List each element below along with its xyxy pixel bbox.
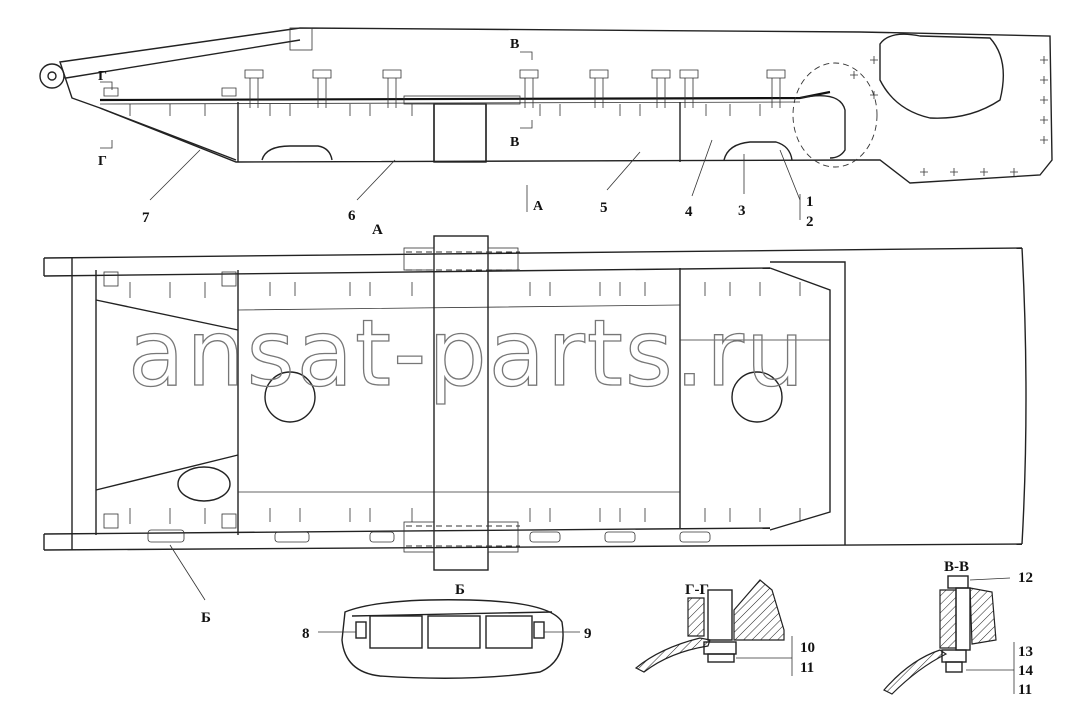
section-g-g: Г-Г 10 11 <box>634 579 815 676</box>
view-arrow-a: A <box>533 199 544 214</box>
detail-b-marker: Б <box>201 610 211 626</box>
callout-3: 3 <box>738 203 746 219</box>
callout-12: 12 <box>1018 570 1033 586</box>
callout-11-b: 11 <box>1018 682 1032 698</box>
section-v-v-title: В-В <box>944 559 969 575</box>
callout-7: 7 <box>142 210 150 226</box>
section-mark-v-bottom: В <box>510 135 519 150</box>
callout-14: 14 <box>1018 663 1034 679</box>
callout-13: 13 <box>1018 644 1033 660</box>
section-g-g-title: Г-Г <box>685 582 709 598</box>
callout-1: 1 <box>806 194 814 210</box>
callout-10: 10 <box>800 640 815 656</box>
callout-4: 4 <box>685 204 693 220</box>
callout-9: 9 <box>584 626 592 642</box>
detail-b-title: Б <box>455 582 465 598</box>
detail-b: Б 8 9 <box>302 582 592 679</box>
section-mark-g-bottom: Г <box>98 154 107 169</box>
callout-11: 11 <box>800 660 814 676</box>
callout-8: 8 <box>302 626 310 642</box>
section-mark-g-top: Г <box>98 69 107 84</box>
callout-2: 2 <box>806 214 814 230</box>
section-v-v: В-В 12 13 14 11 <box>883 559 1034 698</box>
callout-6: 6 <box>348 208 356 224</box>
section-mark-v-top: В <box>510 37 519 52</box>
watermark-text: ansat-parts.ru <box>128 300 806 407</box>
callout-5: 5 <box>600 200 608 216</box>
side-view: Г Г В В A 7 6 5 4 3 1 2 <box>39 27 1053 230</box>
plan-view: Б <box>43 235 1027 626</box>
plan-view-title: A <box>372 222 383 238</box>
